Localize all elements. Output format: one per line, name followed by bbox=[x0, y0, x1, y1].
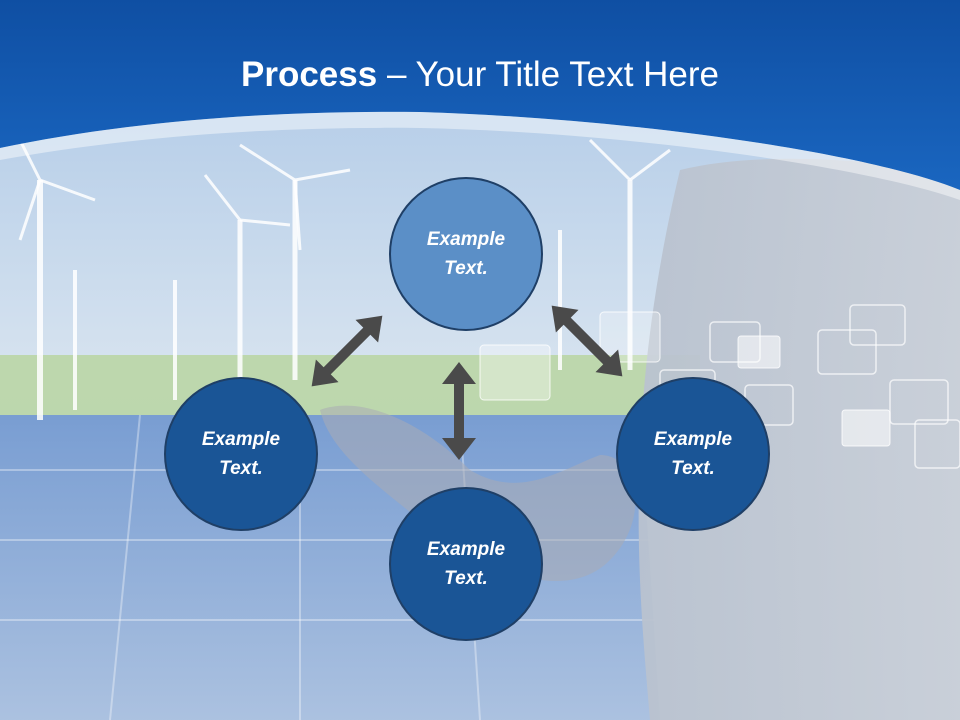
node-text-line2: Text. bbox=[219, 458, 263, 479]
node-text-line2: Text. bbox=[671, 458, 715, 479]
title-bold-part: Process bbox=[241, 55, 378, 94]
process-node-left: Example Text. bbox=[164, 377, 318, 531]
title-regular-part: – Your Title Text Here bbox=[377, 55, 719, 94]
node-text-line2: Text. bbox=[444, 258, 488, 279]
arrow-top-left bbox=[311, 315, 383, 387]
node-text-line1: Example bbox=[201, 429, 281, 450]
node-text-line1: Example bbox=[426, 229, 506, 250]
node-text-line2: Text. bbox=[444, 568, 488, 589]
arrow-vertical bbox=[442, 362, 476, 460]
node-text-line1: Example bbox=[653, 429, 733, 450]
arrow-top-right bbox=[551, 305, 623, 377]
node-text-line1: Example bbox=[426, 539, 506, 560]
process-node-right: Example Text. bbox=[616, 377, 770, 531]
slide-title: Process – Your Title Text Here bbox=[0, 54, 960, 96]
process-node-bottom: Example Text. bbox=[389, 487, 543, 641]
process-node-top: Example Text. bbox=[389, 177, 543, 331]
